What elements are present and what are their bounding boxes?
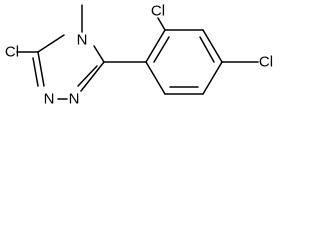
bond-c5-n1-double — [77, 65, 98, 87]
atom-label-n-methyl: N — [77, 32, 88, 49]
bond-ar-c1-c2 — [145, 29, 166, 63]
bond-ar-c6-c1 — [145, 61, 166, 95]
molecule-structure: Cl N N N Cl Cl — [5, 3, 273, 108]
bond-n4-c5 — [93, 45, 105, 63]
bond-n2-c3-double — [32, 57, 39, 87]
bond-ar-c4-c5 — [202, 61, 223, 95]
atom-label-n-ring-2: N — [44, 91, 55, 108]
atom-label-n-ring-1: N — [69, 91, 80, 108]
bond-ar-c3-c4-double — [199, 36, 215, 63]
bond-c3-n4 — [37, 34, 65, 53]
bond-ortho-cl — [157, 17, 166, 31]
atom-label-cl-ortho: Cl — [151, 3, 165, 20]
atom-label-cl-para: Cl — [259, 54, 273, 71]
bond-n2-c3 — [37, 51, 45, 87]
bond-c5-n1 — [80, 61, 105, 92]
bond-ar-c1-c2-double — [153, 36, 170, 63]
bond-ar-c3-c4 — [202, 29, 223, 63]
atom-label-cl-triazole: Cl — [5, 44, 19, 61]
